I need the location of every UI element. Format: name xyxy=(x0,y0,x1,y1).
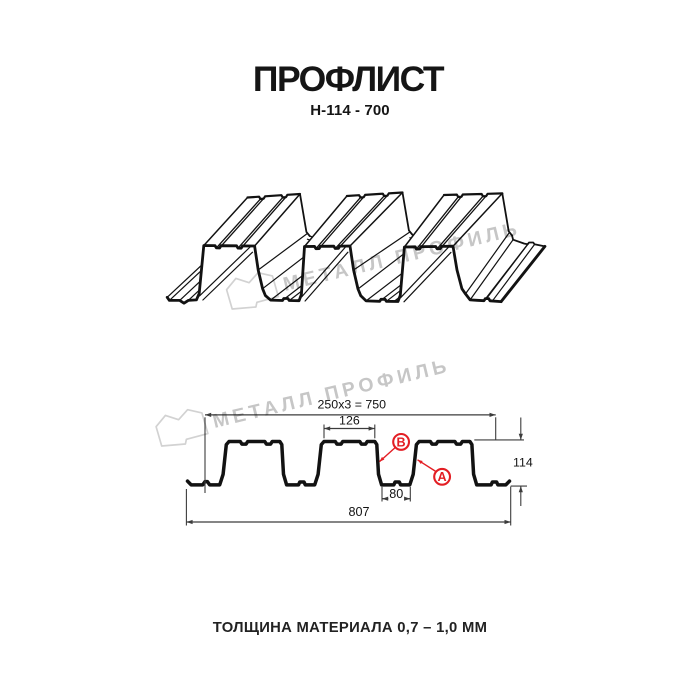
svg-text:A: A xyxy=(438,470,447,484)
svg-text:114: 114 xyxy=(513,455,533,469)
svg-text:B: B xyxy=(397,435,406,449)
svg-text:80: 80 xyxy=(389,487,403,501)
svg-text:126: 126 xyxy=(339,414,360,428)
svg-text:250x3 = 750: 250x3 = 750 xyxy=(318,398,387,412)
svg-text:МЕТАЛЛ ПРОФИЛЬ: МЕТАЛЛ ПРОФИЛЬ xyxy=(211,355,453,433)
svg-text:807: 807 xyxy=(348,505,369,519)
